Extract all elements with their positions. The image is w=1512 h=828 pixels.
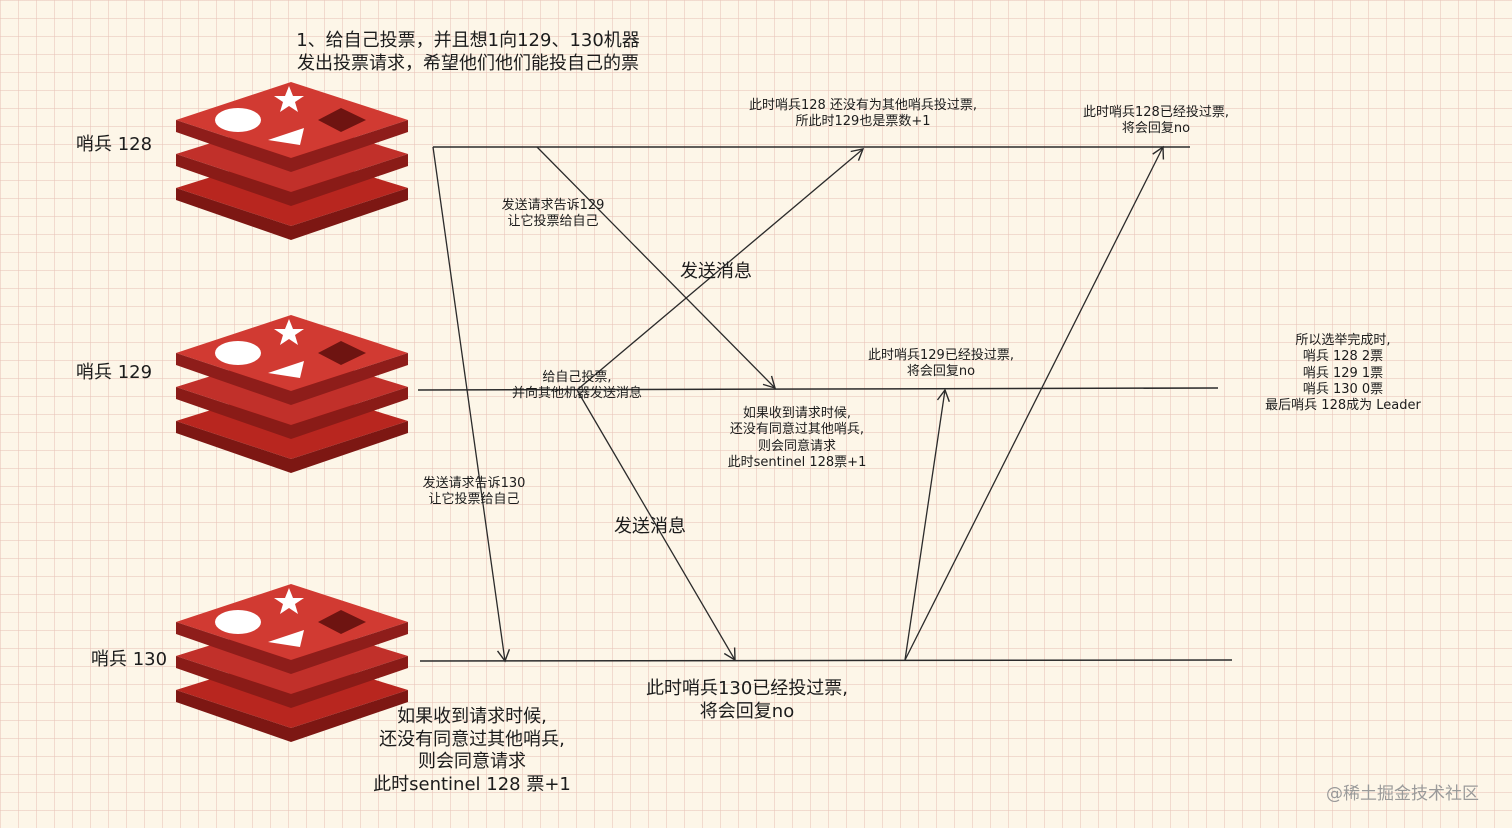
sentinel-label-130: 哨兵 130 [91,649,168,670]
note-request-to-130: 发送请求告诉130 让它投票给自己 [422,476,526,508]
note-129-grant: 如果收到请求时候, 还没有同意过其他哨兵, 则会同意请求 此时sentinel … [727,406,867,470]
sentinel-label-128: 哨兵 128 [76,134,153,155]
sentinel-label-129: 哨兵 129 [76,362,153,383]
note-send-message-2: 发送消息 [614,516,686,537]
note-election-result: 所以选举完成时, 哨兵 128 2票 哨兵 129 1票 哨兵 130 0票 最… [1265,333,1421,413]
note-send-message-1: 发送消息 [680,261,752,282]
arrow-130-to-129 [904,388,950,661]
timeline-130 [419,659,1233,662]
arrow-130-to-128 [904,145,1165,661]
arrow-129-to-130 [576,389,736,662]
watermark: @稀土掘金技术社区 [1326,784,1479,804]
timeline-129 [417,387,1219,391]
note-130-already-voted: 此时哨兵130已经投过票, 将会回复no [645,678,849,722]
note-128-already-voted: 此时哨兵128已经投过票, 将会回复no [1083,105,1229,137]
arrow-128-to-129 [536,146,777,390]
note-128-not-voted: 此时哨兵128 还没有为其他哨兵投过票, 所此时129也是票数+1 [748,98,978,130]
note-129-self-vote: 给自己投票, 并向其他机器发送消息 [511,370,642,402]
arrow-128-to-130 [432,146,511,663]
redis-logo-128-icon [176,82,408,240]
note-130-grant: 如果收到请求时候, 还没有同意过其他哨兵, 则会同意请求 此时sentinel … [373,706,571,795]
note-self-vote: 1、给自己投票，并且想1向129、130机器 发出投票请求，希望他们他们能投自己… [296,30,640,74]
note-129-already-voted: 此时哨兵129已经投过票, 将会回复no [868,348,1014,380]
note-request-to-129: 发送请求告诉129 让它投票给自己 [501,198,605,230]
arrow-129-to-128 [576,148,865,391]
redis-logo-129-icon [176,315,408,473]
